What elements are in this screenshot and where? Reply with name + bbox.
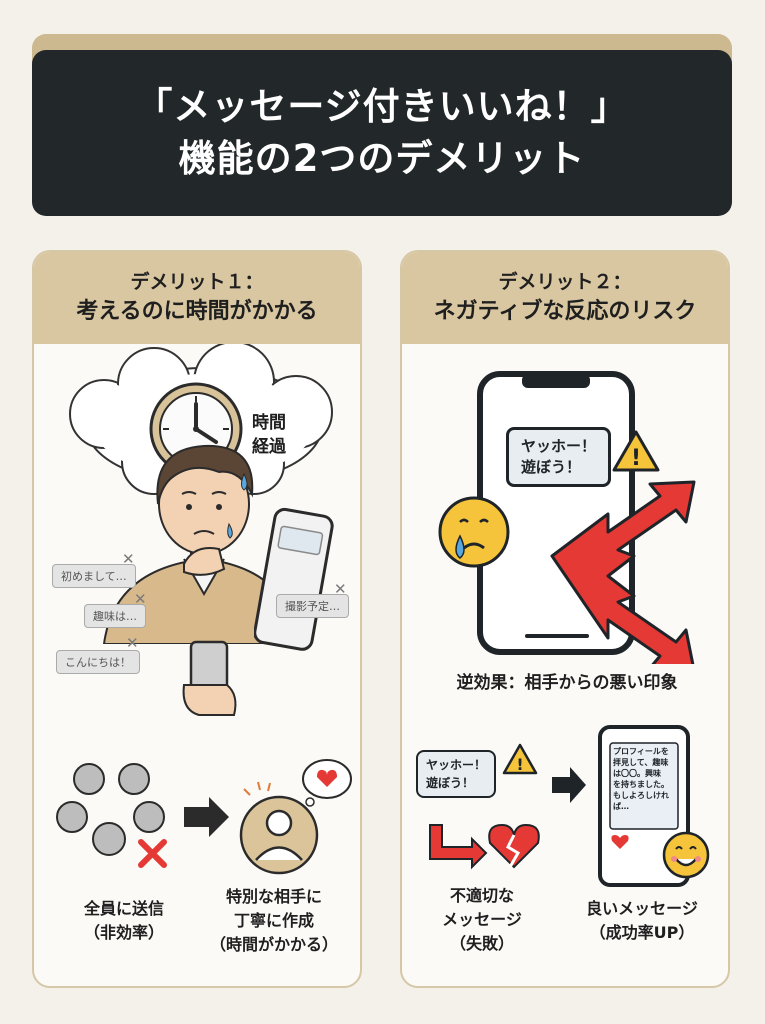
cross-mark-icon (138, 839, 167, 868)
title-banner: 「メッセージ付きいいね！」 機能の2つのデメリット (32, 50, 732, 216)
warning-icon: ! (612, 430, 660, 472)
cross-icon: ✕ (134, 590, 147, 608)
phone-text-line: 拝見して、趣味 (613, 758, 669, 767)
red-arrows-icon (550, 480, 696, 664)
arrow-right-icon (552, 767, 586, 803)
effect-label: 逆効果：相手からの悪い印象 (456, 673, 678, 693)
left-label-line-1: 全員に送信 (83, 899, 164, 918)
good-label-line-2: （成功率UP） (589, 923, 695, 942)
phone-text-line: を持ちました。 (613, 780, 669, 789)
arrow-right-icon (184, 797, 229, 837)
tilted-phone (254, 507, 334, 651)
negative-reaction-illustration: ! (438, 371, 696, 664)
discarded-message-4: 撮影予定… (276, 594, 349, 618)
small-speech-line-2: 遊ぼう！ (426, 776, 475, 790)
panel-header: デメリット１： 考えるのに時間がかかる (34, 252, 360, 344)
red-bent-arrow-icon (429, 824, 488, 870)
special-person-icon (239, 795, 319, 875)
elapsed-label-1: 時間 (252, 413, 286, 433)
bad-label-line-1: 不適切な (449, 886, 514, 905)
title-line-2: 機能の2つのデメリット (178, 137, 586, 180)
warning-icon: ! (502, 743, 538, 775)
panel-subtitle: デメリット１： (130, 271, 264, 293)
discarded-message-3: こんにちは！ (56, 650, 140, 674)
cross-icon: ✕ (126, 634, 139, 652)
panel-demerit-1: デメリット１： 考えるのに時間がかかる (32, 250, 362, 988)
panel-title: ネガティブな反応のリスク (433, 299, 697, 324)
bad-label-line-3: （失敗） (449, 934, 514, 953)
panel-header: デメリット２： ネガティブな反応のリスク (402, 252, 728, 344)
worried-person (102, 444, 301, 644)
elapsed-label-2: 経過 (252, 437, 286, 457)
good-label-line-1: 良いメッセージ (586, 899, 698, 918)
cross-icon: ✕ (334, 580, 347, 598)
discarded-message-2: 趣味は… (84, 604, 146, 628)
svg-text:!: ! (631, 446, 641, 471)
thinking-illustration (69, 344, 333, 644)
comparison-illustration (56, 759, 352, 875)
message-comparison: ! (429, 725, 710, 887)
small-speech-line-1: ヤッホー！ (426, 758, 487, 772)
left-label-line-2: （非効率） (83, 923, 164, 942)
speech-bubble: ヤッホー！ 遊ぼう！ (506, 427, 612, 487)
right-label-line-2: 丁寧に作成 (233, 911, 314, 930)
heart-thought-icon (302, 759, 352, 807)
phone-text-line: もしよろしけれ (613, 791, 669, 800)
phone-message-text: プロフィールを 拝見して、趣味 は〇〇。興味 を持ちました。 もしよろしけれ ば… (613, 746, 669, 812)
sparkle-icon (243, 781, 271, 796)
phone-text-line: は〇〇。興味 (613, 769, 661, 778)
phone-text-line: ば… (613, 802, 629, 811)
title-line-1: 「メッセージ付きいいね！」 (135, 85, 629, 128)
group-people-icon (56, 763, 165, 856)
hand-phone (182, 640, 237, 716)
small-speech-bubble: ヤッホー！ 遊ぼう！ (416, 750, 497, 798)
speech-line-1: ヤッホー！ (521, 437, 597, 455)
sad-face-icon (438, 496, 510, 568)
svg-text:!: ! (516, 755, 523, 774)
speech-line-2: 遊ぼう！ (521, 458, 582, 476)
right-label-line-3: （時間がかかる） (209, 935, 338, 954)
right-label-line-1: 特別な相手に (225, 887, 322, 906)
discarded-message-1: 初めまして… (52, 564, 136, 588)
panel-demerit-2: デメリット２： ネガティブな反応のリスク ! ヤッホー！ 遊ぼう！ 逆効果：相手… (400, 250, 730, 988)
panel-title: 考えるのに時間がかかる (76, 299, 318, 324)
phone-text-line: プロフィールを (613, 747, 669, 756)
smiley-icon (662, 831, 710, 879)
cross-icon: ✕ (122, 550, 135, 568)
broken-heart-icon (488, 823, 540, 869)
bad-label-line-2: メッセージ (442, 910, 522, 929)
panel-subtitle: デメリット２： (498, 271, 632, 293)
